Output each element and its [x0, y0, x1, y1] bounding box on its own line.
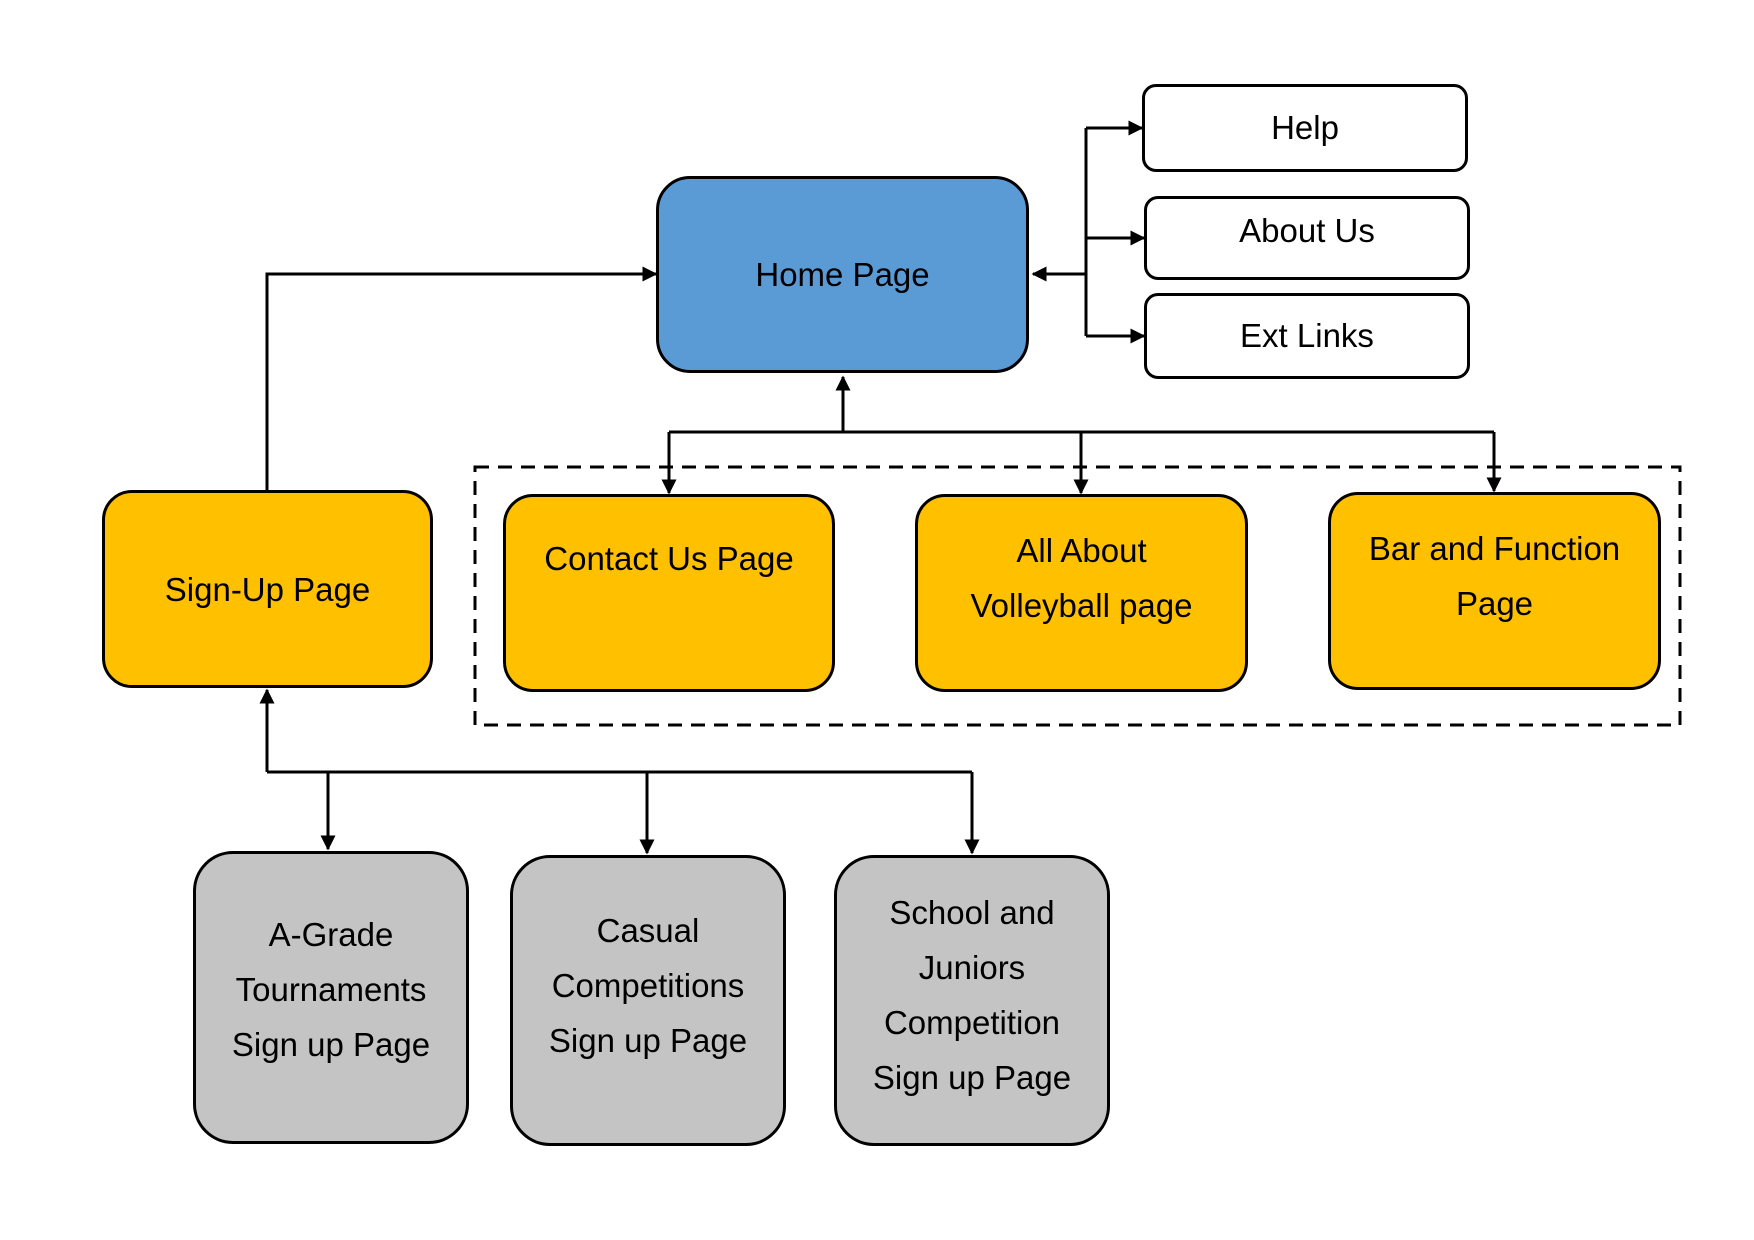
school-label-line-1: School and	[889, 894, 1055, 931]
about-us-label: About Us	[1239, 212, 1375, 249]
volleyball-label-line-2: Volleyball page	[970, 587, 1193, 624]
casual-node: Casual Competitions Sign up Page	[510, 855, 786, 1146]
bar-function-node: Bar and Function Page	[1328, 492, 1661, 690]
bar-function-label-line-1: Bar and Function	[1368, 530, 1621, 567]
bar-function-label-line-2: Page	[1455, 585, 1534, 622]
about-us-node: About Us	[1144, 196, 1470, 280]
casual-label-line-3: Sign up Page	[548, 1022, 748, 1059]
home-page-node: Home Page	[656, 176, 1029, 373]
contact-us-node: Contact Us Page	[503, 494, 835, 692]
ext-links-node: Ext Links	[1144, 293, 1470, 379]
agrade-label-line-3: Sign up Page	[231, 1026, 431, 1063]
contact-us-label: Contact Us Page	[544, 540, 794, 577]
school-label-line-3: Competition	[883, 1004, 1061, 1041]
volleyball-label-line-1: All About	[1016, 532, 1147, 569]
ext-links-label: Ext Links	[1240, 317, 1374, 354]
agrade-node: A-Grade Tournaments Sign up Page	[193, 851, 469, 1144]
signup-page-label: Sign-Up Page	[164, 570, 371, 608]
help-label: Help	[1271, 109, 1339, 146]
home-page-label: Home Page	[755, 256, 930, 293]
volleyball-node: All About Volleyball page	[915, 494, 1248, 692]
agrade-label-line-2: Tournaments	[235, 971, 427, 1008]
page-group-outline	[473, 465, 1682, 727]
signup-page-node: Sign-Up Page	[102, 490, 433, 688]
connector-home-signup	[259, 266, 658, 504]
casual-label-line-1: Casual	[596, 912, 700, 949]
agrade-label-line-1: A-Grade	[268, 916, 394, 953]
casual-label-line-2: Competitions	[551, 967, 745, 1004]
school-label-line-4: Sign up Page	[872, 1059, 1072, 1096]
help-node: Help	[1142, 84, 1468, 172]
school-label-line-2: Juniors	[918, 949, 1026, 986]
school-juniors-node: School and Juniors Competition Sign up P…	[834, 855, 1110, 1146]
